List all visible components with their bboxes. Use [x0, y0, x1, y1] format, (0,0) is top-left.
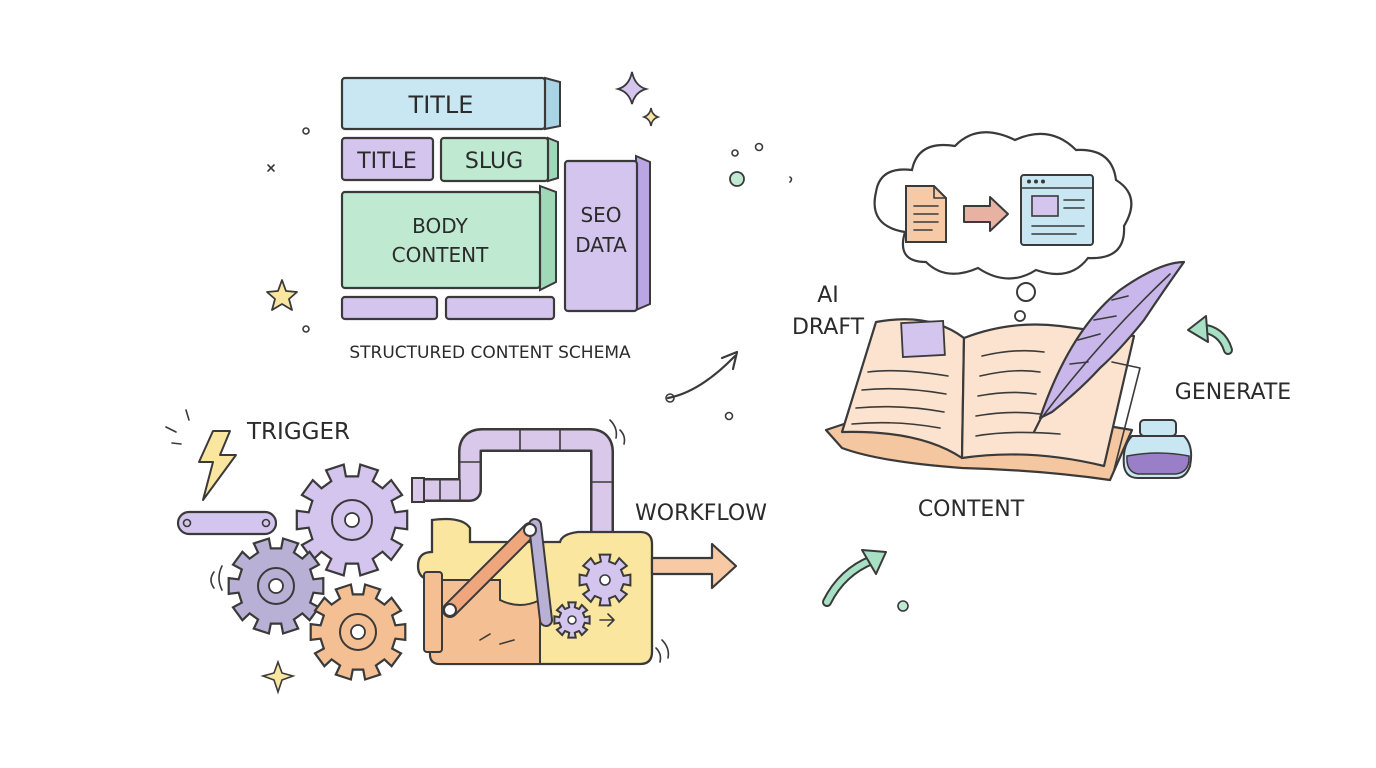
dot-decoration	[731, 149, 739, 157]
content-label: CONTENT	[918, 497, 1025, 522]
generate-label: GENERATE	[1175, 380, 1291, 405]
content-section: AI DRAFT GENERATE CONTENT	[792, 131, 1291, 522]
trigger-label: TRIGGER	[246, 419, 350, 445]
schema-field-body: BODY CONTENT	[340, 184, 557, 292]
schema-field-title: TITLE	[340, 136, 435, 182]
schema-footer-bar-left	[340, 295, 439, 321]
workflow-section: TRIGGER	[165, 409, 909, 695]
refresh-arrow-icon	[1187, 315, 1233, 355]
sparkle-icon	[614, 71, 661, 127]
schema-title-bar: TITLE	[340, 76, 561, 131]
arrow-up-right-green-icon	[822, 549, 909, 612]
arrow-right-icon	[650, 542, 738, 590]
seo-line1: SEO	[580, 203, 621, 227]
dot-decoration	[754, 142, 764, 152]
gear-icon	[309, 583, 407, 681]
schema-field-slug: SLUG	[439, 136, 559, 183]
ai-label-line1: AI	[817, 283, 839, 308]
machine-icon	[416, 517, 670, 666]
browser-window-icon	[1020, 174, 1094, 246]
dot-decoration	[729, 171, 745, 187]
gear-icon	[295, 463, 409, 577]
spark-mark-decoration	[267, 164, 275, 172]
schema-footer-bar-right	[444, 295, 556, 321]
lever-bar-icon	[176, 510, 278, 536]
dot-decoration	[302, 325, 310, 333]
motion-lines-decoration	[210, 565, 223, 591]
ai-label-line2: DRAFT	[792, 315, 865, 340]
gear-icon	[578, 553, 632, 607]
gear-icon	[227, 537, 325, 635]
ink-bottle-icon	[1122, 419, 1193, 479]
document-icon	[905, 185, 947, 243]
arrow-right-icon	[963, 196, 1009, 232]
schema-field-seo: SEO DATA	[563, 154, 651, 313]
sparkle-icon	[260, 659, 296, 695]
field-title-label: TITLE	[356, 149, 417, 174]
body-line1: BODY	[412, 214, 468, 238]
star-icon	[266, 279, 298, 311]
dot-decoration	[789, 176, 793, 183]
schema-title-label: TITLE	[408, 91, 474, 119]
arrow-up-right-icon	[665, 350, 739, 421]
pipe-icon	[411, 419, 626, 540]
schema-caption: STRUCTURED CONTENT SCHEMA	[349, 343, 631, 363]
gear-icon	[553, 601, 591, 639]
seo-line2: DATA	[575, 233, 627, 257]
workflow-label: WORKFLOW	[635, 501, 767, 526]
dot-decoration	[302, 127, 310, 135]
content-schema: TITLE TITLE SLUG BODY CONTENT SEO DATA	[340, 76, 651, 363]
quill-icon	[1032, 260, 1186, 434]
field-slug-label: SLUG	[465, 149, 523, 174]
body-line2: CONTENT	[392, 243, 489, 267]
lightning-icon	[165, 409, 237, 501]
